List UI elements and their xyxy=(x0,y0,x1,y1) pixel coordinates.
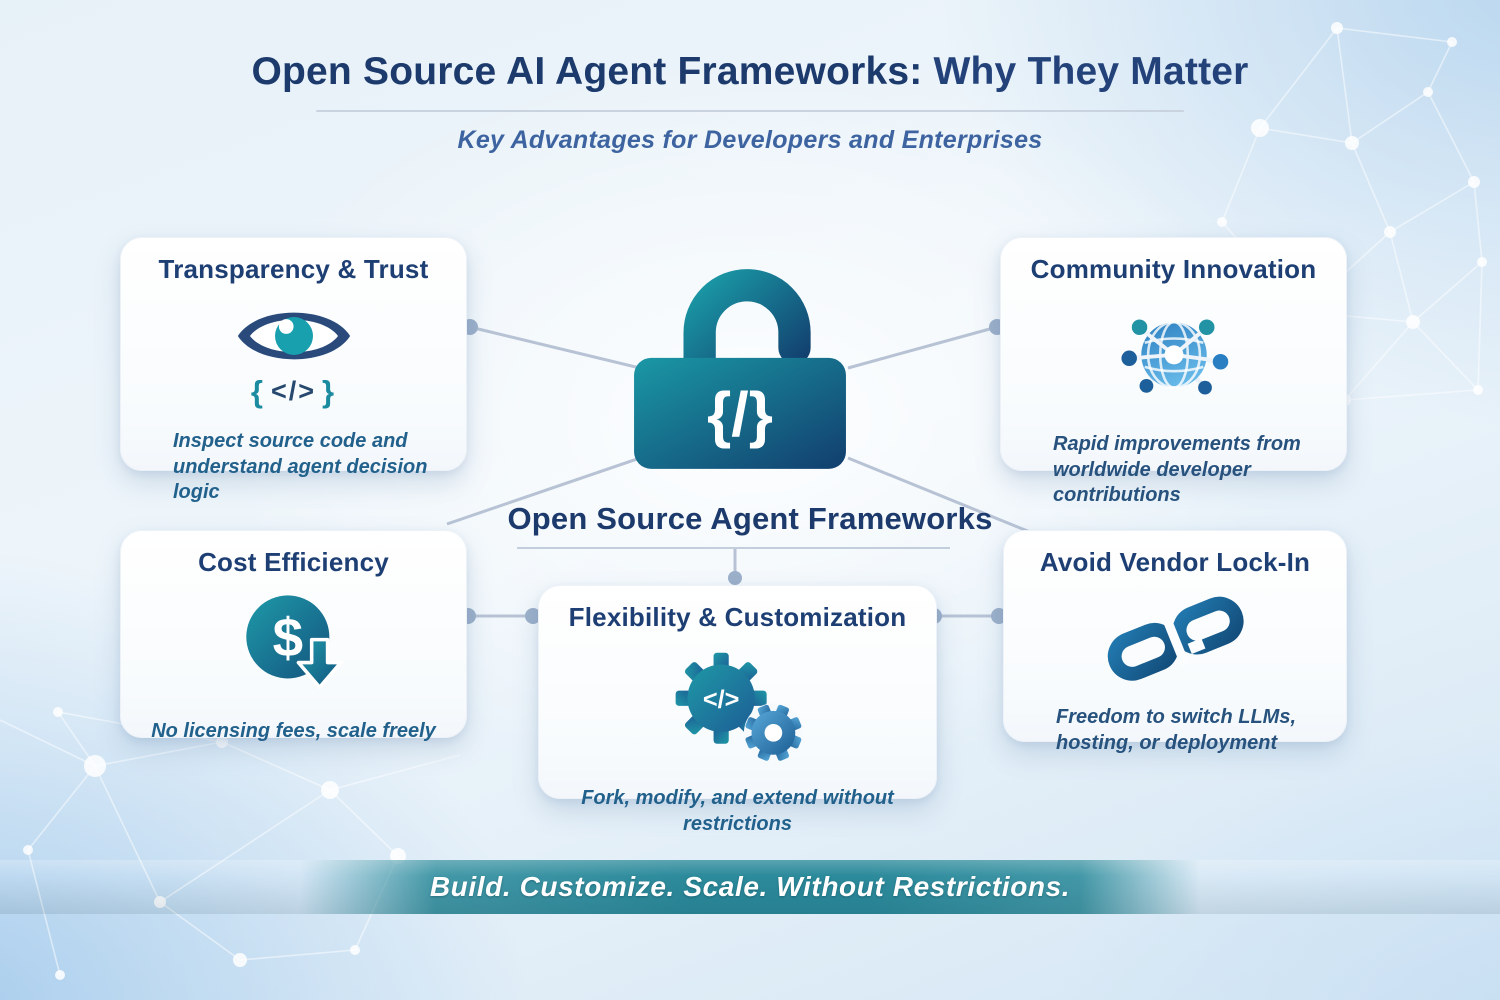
open-source-lock-hub: {/} xyxy=(629,262,851,479)
hub-label-divider xyxy=(517,547,950,549)
card-cost-efficiency: Cost Efficiency $ No licensing fees, sca… xyxy=(120,530,467,742)
card-icon-area xyxy=(1001,294,1346,414)
card-title: Community Innovation xyxy=(1030,254,1317,284)
lock-code-glyph: {/} xyxy=(707,380,773,450)
bottom-banner-ribbon: Build. Customize. Scale. Without Restric… xyxy=(0,860,1500,914)
card-title: Cost Efficiency xyxy=(198,547,389,577)
header: Open Source AI Agent Frameworks: Why The… xyxy=(0,50,1500,155)
page-subtitle: Key Advantages for Developers and Enterp… xyxy=(457,126,1043,154)
code-open-brace: { xyxy=(250,374,265,409)
broken-chain-icon xyxy=(1107,596,1244,681)
dollar-glyph: $ xyxy=(272,606,302,668)
code-tag-icon: {</>} xyxy=(251,376,336,407)
banner-text: Build. Customize. Scale. Without Restric… xyxy=(429,871,1071,902)
dollar-decrease-icon: $ xyxy=(245,595,343,690)
card-description: Freedom to switch LLMs, hosting, or depl… xyxy=(1056,706,1297,754)
code-tag: </> xyxy=(270,376,317,406)
title-divider xyxy=(316,110,1184,112)
card-icon-area: {</>} xyxy=(121,294,466,411)
page-title: Open Source AI Agent Frameworks: Why The… xyxy=(0,50,1500,94)
page-title-light: Why They Matter xyxy=(922,50,1249,93)
page-title-strong: Open Source AI Agent Frameworks: xyxy=(251,50,923,93)
card-icon-area: $ xyxy=(121,587,466,701)
card-description: Fork, modify, and extend without restric… xyxy=(581,787,894,835)
card-title: Avoid Vendor Lock-In xyxy=(1039,547,1311,577)
card-title: Transparency & Trust xyxy=(158,254,429,284)
card-avoid-vendor-lock-in: Avoid Vendor Lock-In Freedom to switch L… xyxy=(1003,530,1347,754)
eye-icon xyxy=(237,312,350,360)
globe-network-icon xyxy=(1120,319,1228,395)
card-icon-area: </> xyxy=(539,642,936,768)
gear-code-glyph: </> xyxy=(702,686,739,714)
card-icon-area xyxy=(1004,587,1346,687)
card-transparency-trust: Transparency & Trust {</>} Inspect sourc… xyxy=(120,237,467,503)
card-description: Rapid improvements from worldwide develo… xyxy=(1053,433,1301,507)
card-description: Inspect source code and understand agent… xyxy=(173,430,428,504)
open-padlock-code-icon: {/} xyxy=(634,269,846,469)
card-description: No licensing fees, scale freely xyxy=(151,720,436,742)
code-close-brace: } xyxy=(322,374,337,409)
gears-code-icon: </> xyxy=(675,652,803,763)
card-title: Flexibility & Customization xyxy=(568,602,907,632)
card-community-innovation: Community Innovation xyxy=(1000,237,1347,506)
card-flexibility-customization: Flexibility & Customization xyxy=(538,585,937,835)
